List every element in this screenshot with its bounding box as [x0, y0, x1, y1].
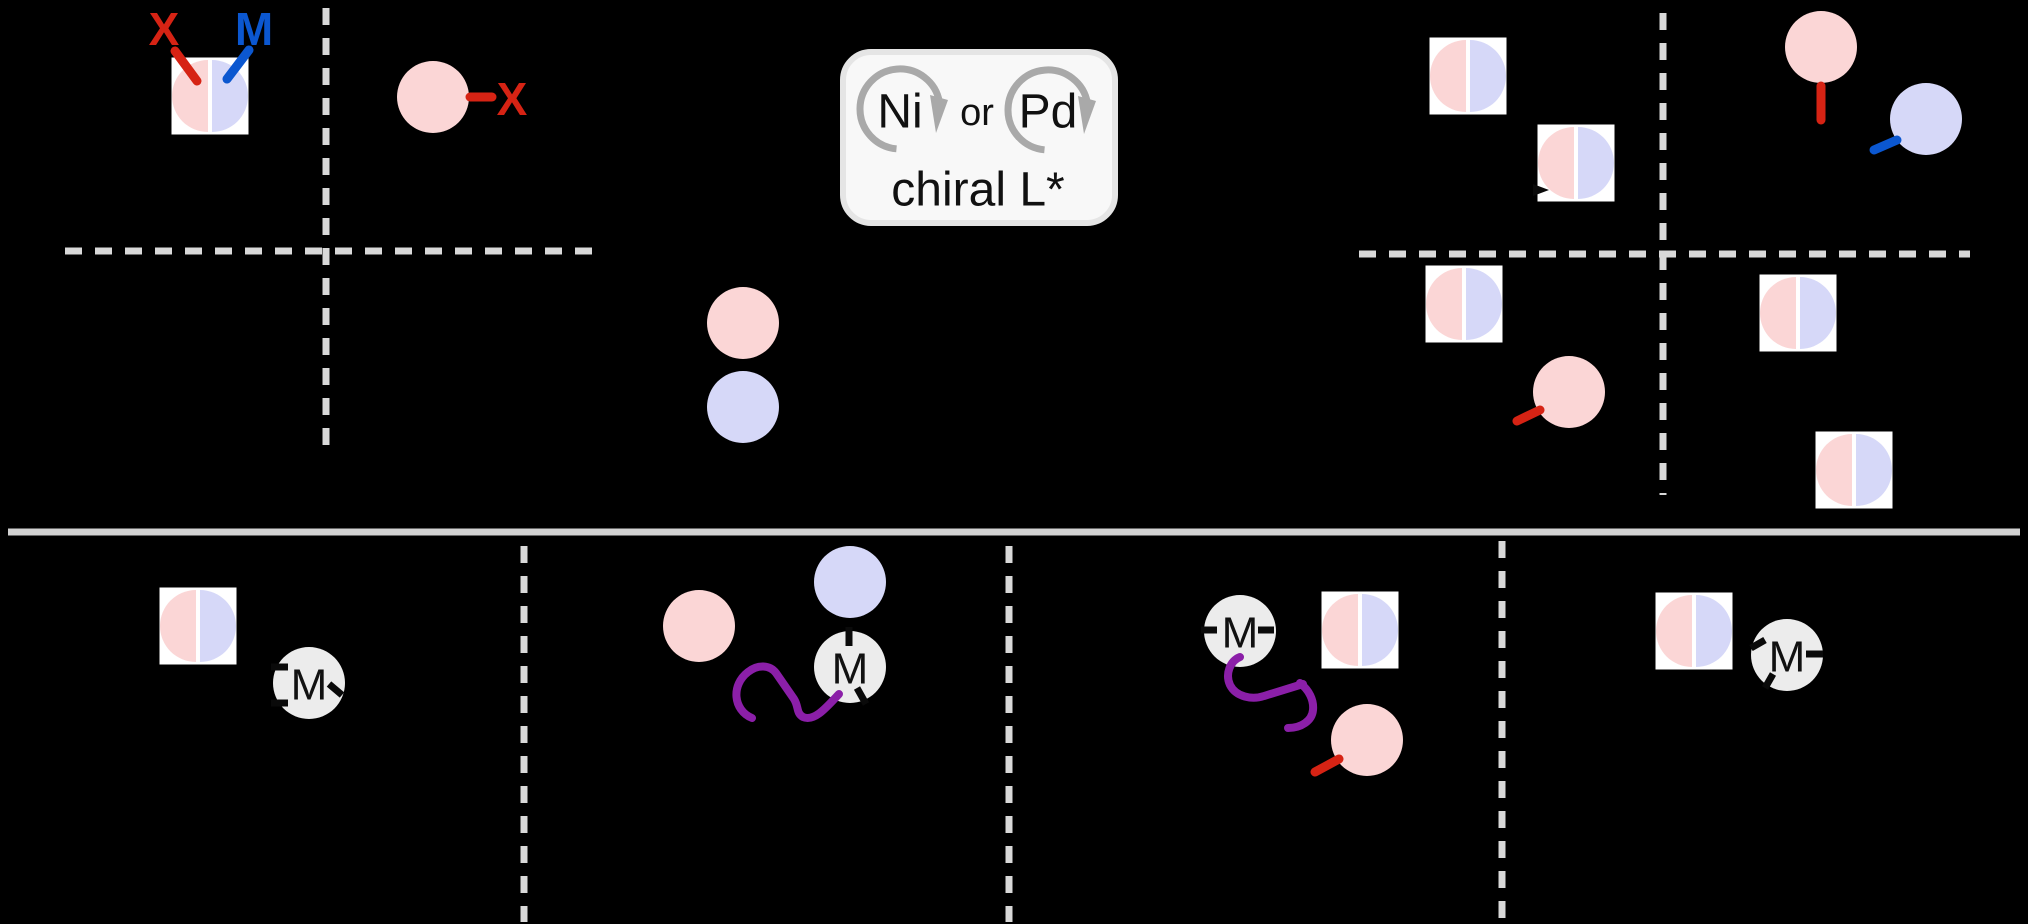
metal-label: M: [291, 661, 328, 710]
metal-label: M: [1769, 633, 1806, 682]
pink-half-disc: [1426, 268, 1462, 340]
lavender-half-disc: [1362, 594, 1398, 666]
half-pink-blue-circle: [1655, 592, 1733, 670]
pink-circle: [1533, 356, 1605, 428]
metal-open-site-tick: [1749, 636, 1767, 652]
half-pink-blue-circle: [1537, 124, 1615, 202]
blue-bond-stick: [1869, 135, 1902, 155]
pink-half-disc: [1816, 434, 1852, 506]
pink-half-disc: [1760, 277, 1796, 349]
metal-center: [1749, 619, 1823, 691]
pink-circle: [1331, 704, 1403, 776]
lavender-half-disc: [1466, 268, 1502, 340]
lavender-circle: [707, 371, 779, 443]
half-pink-blue-circle: [1429, 37, 1507, 115]
pd-label: Pd: [1019, 86, 1078, 139]
x-substituent-label-topleft: X: [149, 3, 180, 55]
pink-half-disc: [1656, 595, 1692, 667]
red-bond-stick: [1310, 754, 1344, 777]
metal-circle: [1204, 595, 1276, 667]
x-substituent-label-electrophile: X: [497, 73, 528, 125]
lavender-half-disc: [1578, 127, 1614, 199]
metal-label: M: [832, 645, 869, 694]
cycle-arrowhead-pd: [1078, 96, 1096, 134]
lavender-half-disc: [1470, 40, 1506, 112]
lavender-half-disc: [1856, 434, 1892, 506]
metal-circle: [814, 631, 886, 703]
metal-center: [1201, 595, 1276, 667]
catalyst-box-frame: [840, 49, 1118, 226]
red-bond-stick: [170, 46, 202, 86]
lavender-half-disc: [212, 60, 248, 132]
metal-circle: [273, 647, 345, 719]
metal-center: [271, 647, 345, 719]
pink-circle: [707, 287, 779, 359]
half-pink-blue-circle: [1815, 431, 1893, 509]
metal-open-site-tick: [1761, 672, 1777, 690]
catalyst-box: Ni or Pd chiral L*: [840, 49, 1118, 226]
pink-circle: [663, 590, 735, 662]
metal-open-site-tick: [326, 681, 345, 698]
pink-circle: [1785, 11, 1857, 83]
blue-bond-stick: [222, 45, 254, 84]
metal-center: [814, 627, 886, 706]
red-bond-stick: [1512, 405, 1545, 426]
lavender-half-disc: [200, 590, 236, 662]
metal-circle: [1751, 619, 1823, 691]
pink-half-disc: [1430, 40, 1466, 112]
chiral-ligand-label: chiral L*: [891, 164, 1064, 217]
lavender-circle: [1890, 83, 1962, 155]
pink-half-disc: [160, 590, 196, 662]
cycle-arrowhead-ni: [930, 95, 948, 133]
lavender-circle: [814, 546, 886, 618]
chiral-ligand-squiggle: [1224, 653, 1318, 732]
half-pink-blue-circle: [1425, 265, 1503, 343]
m-substituent-label-topleft: M: [235, 3, 273, 55]
ni-label: Ni: [877, 86, 922, 139]
catalytic-cycle-arrow-pd: [1004, 66, 1091, 154]
lavender-half-disc: [1800, 277, 1836, 349]
half-pink-blue-circle: [1321, 591, 1399, 669]
black-arrowhead-mark: [1533, 184, 1549, 196]
chiral-ligand-squiggle: [732, 662, 843, 722]
or-label: or: [960, 92, 994, 134]
metal-open-site-tick: [853, 686, 870, 706]
lavender-half-disc: [1696, 595, 1732, 667]
pink-half-disc: [1322, 594, 1358, 666]
catalytic-cycle-arrow-ni: [856, 65, 943, 153]
metal-label: M: [1222, 609, 1259, 658]
half-pink-blue-circle: [1759, 274, 1837, 352]
half-pink-blue-circle: [159, 587, 237, 665]
pink-half-disc: [1538, 127, 1574, 199]
pink-circle: [397, 61, 469, 133]
